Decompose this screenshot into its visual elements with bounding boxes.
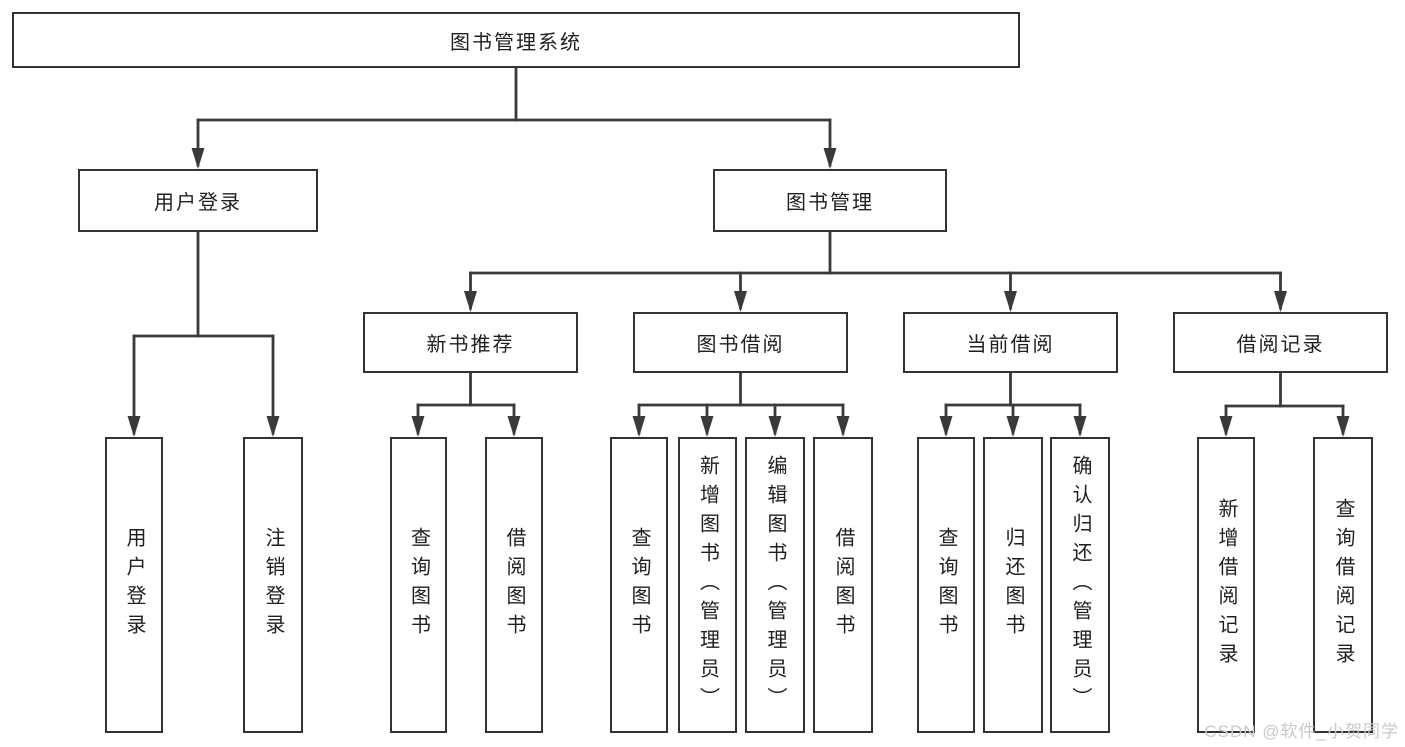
node-label: 当前借阅 [966,334,1055,356]
node-current-borrow: 当前借阅 [903,312,1118,373]
watermark: CSDN @软件_小贺同学 [1204,722,1399,741]
node-label: 查询图书 [628,527,650,643]
leaf-recommend-borrow-books: 借阅图书 [485,437,543,733]
leaf-add-borrow-record: 新增借阅记录 [1197,437,1255,733]
node-label: 借阅图书 [832,527,854,643]
node-label: 新增图书（管理员） [696,454,719,716]
leaf-add-books-admin: 新增图书（管理员） [678,437,737,733]
leaf-borrow-query-books: 查询图书 [610,437,668,733]
node-label: 借阅记录 [1236,334,1325,356]
node-label: 编辑图书（管理员） [764,454,786,716]
node-label: 确认归还（管理员） [1069,454,1091,716]
leaf-confirm-return-admin: 确认归还（管理员） [1050,437,1110,733]
node-label: 注销登录 [262,527,284,643]
node-label: 新书推荐 [426,334,515,356]
node-root: 图书管理系统 [12,12,1020,68]
node-borrow-records: 借阅记录 [1173,312,1388,373]
node-label: 查询图书 [407,527,430,643]
leaf-edit-books-admin: 编辑图书（管理员） [745,437,805,733]
node-label: 用户登录 [154,192,242,214]
leaf-current-query-books: 查询图书 [917,437,975,733]
node-new-book-recommend: 新书推荐 [363,312,578,373]
node-label: 新增借阅记录 [1215,498,1237,672]
leaf-recommend-query-books: 查询图书 [390,437,447,733]
leaf-borrow-books: 借阅图书 [813,437,873,733]
leaf-query-borrow-record: 查询借阅记录 [1313,437,1373,733]
node-label: 归还图书 [1002,527,1024,643]
node-label: 查询借阅记录 [1332,498,1354,672]
node-label: 图书借阅 [696,334,785,356]
node-user-login: 用户登录 [78,169,318,232]
leaf-user-login: 用户登录 [105,437,163,733]
node-label: 借阅图书 [503,527,525,643]
node-label: 图书管理 [786,192,874,214]
node-label: 查询图书 [935,527,957,643]
node-label: 图书管理系统 [450,31,582,54]
node-book-borrow: 图书借阅 [633,312,848,373]
node-label: 用户登录 [123,527,145,643]
node-book-management: 图书管理 [713,169,947,232]
leaf-logout: 注销登录 [243,437,303,733]
leaf-return-books: 归还图书 [983,437,1043,733]
